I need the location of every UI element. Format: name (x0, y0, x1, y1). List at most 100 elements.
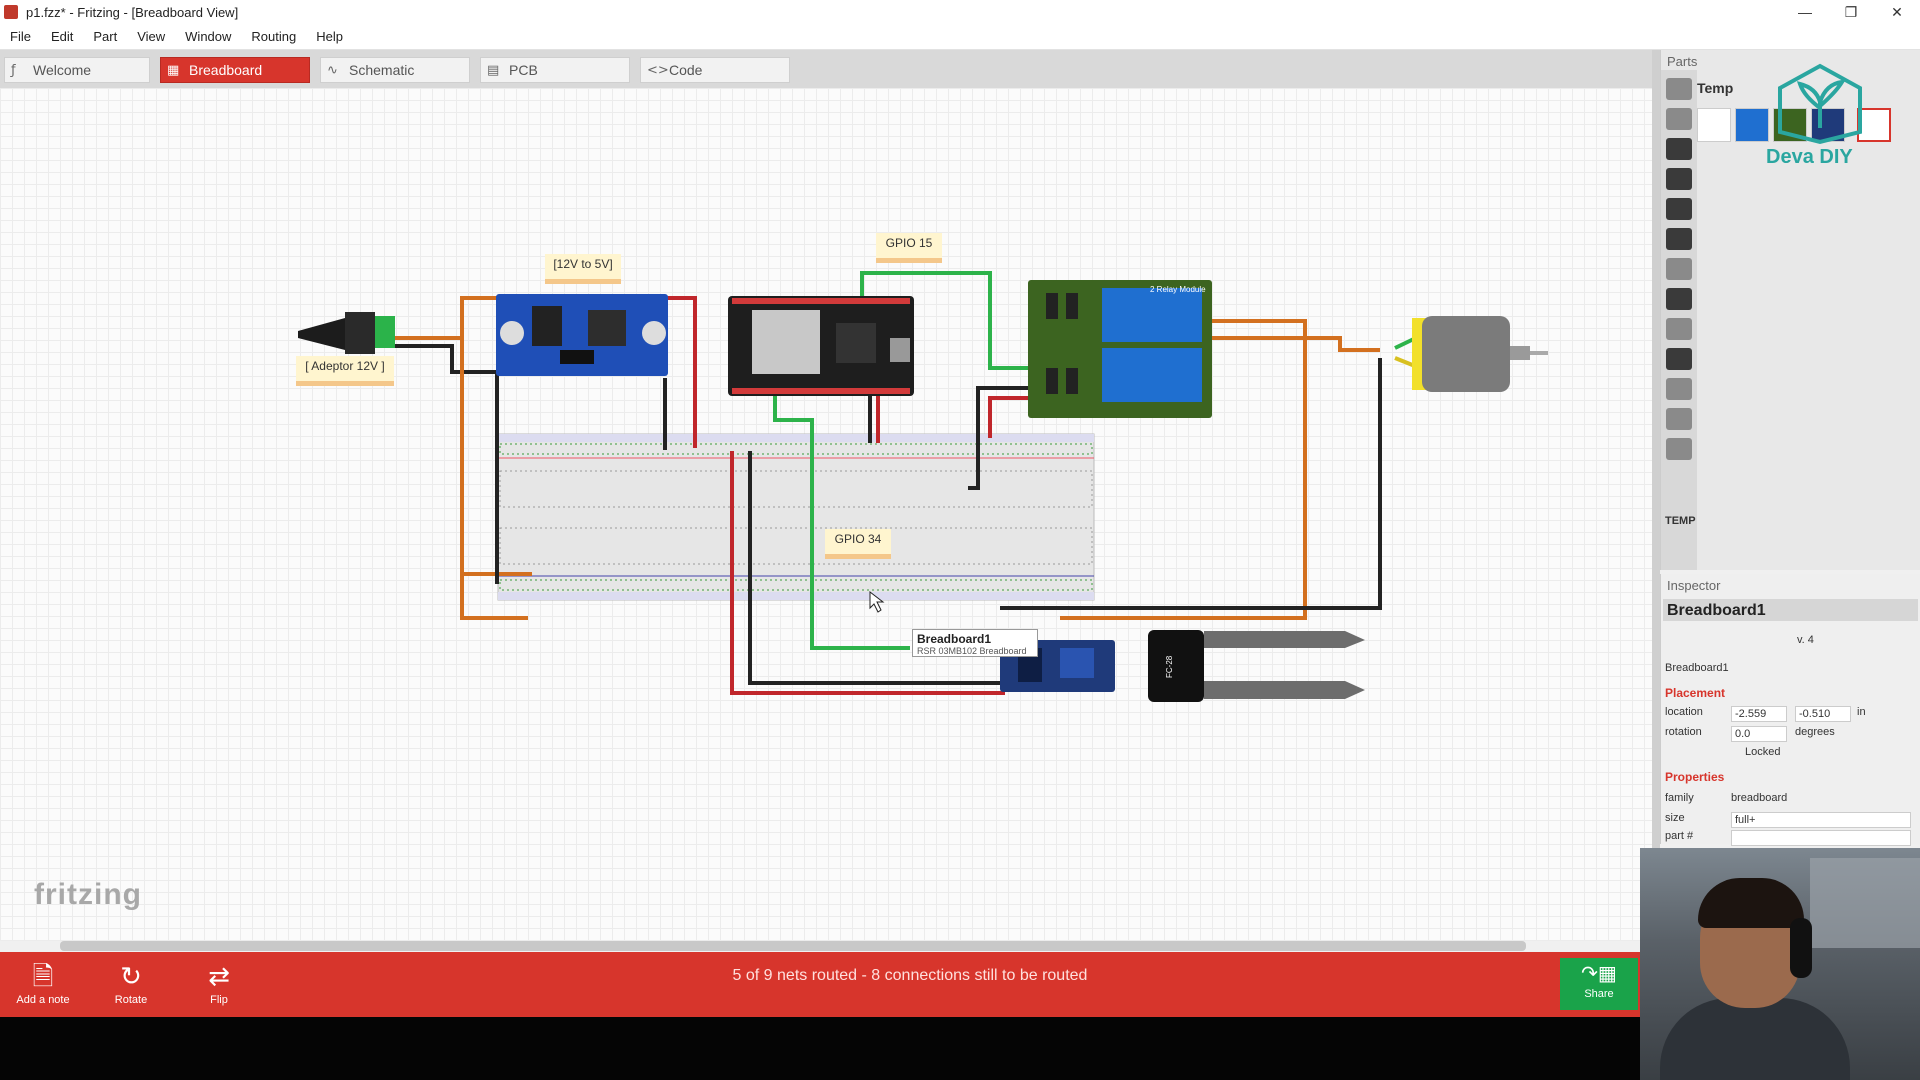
bin-mine-icon[interactable] (1666, 108, 1692, 130)
canvas-horizontal-scrollbar[interactable] (60, 941, 1526, 951)
tab-code-label: Code (669, 62, 703, 78)
parts-panel-title: Parts (1667, 54, 1698, 69)
rotation-input[interactable]: 0.0 (1731, 726, 1787, 742)
menu-window[interactable]: Window (185, 29, 232, 44)
family-label: family (1665, 792, 1694, 804)
bin-breakout-icon[interactable] (1666, 198, 1692, 220)
buck-converter[interactable] (496, 294, 668, 376)
schematic-icon: ∿ (327, 62, 338, 78)
bin-camera-icon[interactable] (1666, 288, 1692, 310)
dc-jack[interactable] (298, 312, 395, 354)
breadboard-icon: ▦ (167, 62, 180, 78)
bin-custom-icon[interactable] (1666, 438, 1692, 460)
soil-probe[interactable]: FC-28 (1148, 630, 1365, 702)
dc-motor[interactable] (1412, 316, 1548, 392)
rotation-label: rotation (1665, 726, 1702, 738)
plant-logo-icon (1778, 63, 1862, 145)
temp-part-4[interactable] (1811, 108, 1845, 142)
share-icon: ↷▦ (1581, 961, 1617, 985)
menu-part[interactable]: Part (93, 29, 118, 44)
rotate-button[interactable]: ↻ Rotate (91, 960, 171, 1006)
tab-schematic[interactable]: ∿ Schematic (320, 57, 470, 83)
temp-bin-tab[interactable]: TEMP (1665, 515, 1696, 527)
parts-bin-list (1661, 70, 1697, 570)
bottom-toolbar: 🗎 Add a note ↻ Rotate ⇄ Flip 5 of 9 nets… (0, 952, 1640, 1017)
sensor-label: FC-28 (1165, 655, 1174, 678)
placement-header: Placement (1665, 686, 1726, 700)
locked-checkbox[interactable]: Locked (1745, 746, 1781, 758)
add-note-button[interactable]: 🗎 Add a note (3, 960, 83, 1006)
bin-shield-icon[interactable] (1666, 348, 1692, 370)
parts-panel: Parts Temp TEMP (1660, 50, 1920, 570)
size-label: size (1665, 812, 1685, 824)
inspector-title: Inspector (1667, 578, 1721, 593)
menu-file[interactable]: File (10, 29, 31, 44)
webcam-overlay (1640, 848, 1920, 1080)
tab-pcb[interactable]: ▤ PCB (480, 57, 630, 83)
esp32-board[interactable] (728, 296, 914, 396)
menu-routing[interactable]: Routing (251, 29, 297, 44)
menu-view[interactable]: View (137, 29, 166, 44)
close-button[interactable]: ✕ (1891, 3, 1903, 20)
relay-module[interactable]: 2 Relay Module (1028, 280, 1212, 418)
part-tooltip: Breadboard1 RSR 03MB102 Breadboard (912, 629, 1038, 657)
part-name: Breadboard1 (1665, 662, 1729, 674)
tab-welcome-label: Welcome (33, 62, 92, 78)
flip-button[interactable]: ⇄ Flip (179, 960, 259, 1006)
rotation-unit: degrees (1795, 726, 1835, 738)
temp-part-1[interactable] (1697, 108, 1731, 142)
breadboard-canvas[interactable]: 2 Relay Module FC-28 (0, 88, 1652, 941)
share-label: Share (1584, 988, 1614, 1000)
rotate-label: Rotate (114, 994, 148, 1006)
note-converter[interactable]: [12V to 5V] (545, 254, 621, 284)
bin-search-icon[interactable] (1666, 78, 1692, 100)
title-bar: p1.fzz* - Fritzing - [Breadboard View] —… (0, 0, 1920, 24)
location-unit[interactable]: in (1857, 706, 1866, 718)
deva-diy-watermark: Deva DIY (1760, 62, 1880, 172)
routing-status[interactable]: 5 of 9 nets routed - 8 connections still… (732, 967, 1088, 984)
temp-part-5[interactable] (1857, 108, 1891, 142)
screen-letterbox (0, 1017, 1640, 1080)
relay-module-label: 2 Relay Module (1150, 285, 1206, 294)
location-y-input[interactable]: -0.510 (1795, 706, 1851, 722)
note-gpio34[interactable]: GPIO 34 (825, 529, 891, 559)
minimize-button[interactable]: — (1798, 4, 1812, 20)
flip-label: Flip (210, 994, 228, 1006)
size-select[interactable]: full+ (1731, 812, 1911, 828)
bin-robot-icon[interactable] (1666, 408, 1692, 430)
location-x-input[interactable]: -2.559 (1731, 706, 1787, 722)
bin-contrib-icon[interactable] (1666, 258, 1692, 280)
tab-welcome[interactable]: ƒ Welcome (4, 57, 150, 83)
restore-button[interactable]: ❐ (1844, 3, 1858, 20)
watermark-text: Deva DIY (1766, 146, 1853, 168)
wires (385, 271, 1421, 695)
part-version: v. 4 (1797, 634, 1814, 646)
mouse-cursor (869, 590, 885, 613)
tab-pcb-label: PCB (509, 62, 538, 78)
breadboard[interactable] (497, 433, 1095, 601)
temp-part-2[interactable] (1735, 108, 1769, 142)
bin-ic-icon[interactable] (1666, 228, 1692, 250)
menu-edit[interactable]: Edit (50, 29, 74, 44)
bin-radio-icon[interactable] (1666, 378, 1692, 400)
note-adaptor[interactable]: [ Adeptor 12V ] (296, 356, 394, 386)
circuit-drawing: 2 Relay Module FC-28 (298, 271, 1548, 702)
share-button[interactable]: ↷▦ Share (1560, 958, 1638, 1010)
bin-more-icon[interactable] (1666, 318, 1692, 340)
bin-arduino-icon[interactable] (1666, 168, 1692, 190)
code-icon: <> (647, 62, 669, 78)
part-number-label: part # (1665, 830, 1694, 842)
note-gpio15[interactable]: GPIO 15 (876, 233, 942, 263)
tab-breadboard-label: Breadboard (189, 62, 263, 78)
part-number-input[interactable] (1731, 830, 1911, 846)
bin-core-icon[interactable] (1666, 138, 1692, 160)
menu-bar: File Edit Part View Window Routing Help (0, 24, 1920, 50)
tab-code[interactable]: <> Code (640, 57, 790, 83)
note-icon: 🗎 (32, 962, 54, 992)
canvas-vertical-scrollbar[interactable] (1652, 50, 1660, 941)
rotate-icon: ↻ (120, 962, 142, 992)
tab-breadboard[interactable]: ▦ Breadboard (160, 57, 310, 83)
pcb-icon: ▤ (487, 62, 500, 78)
menu-help[interactable]: Help (316, 29, 343, 44)
properties-header: Properties (1665, 770, 1725, 784)
